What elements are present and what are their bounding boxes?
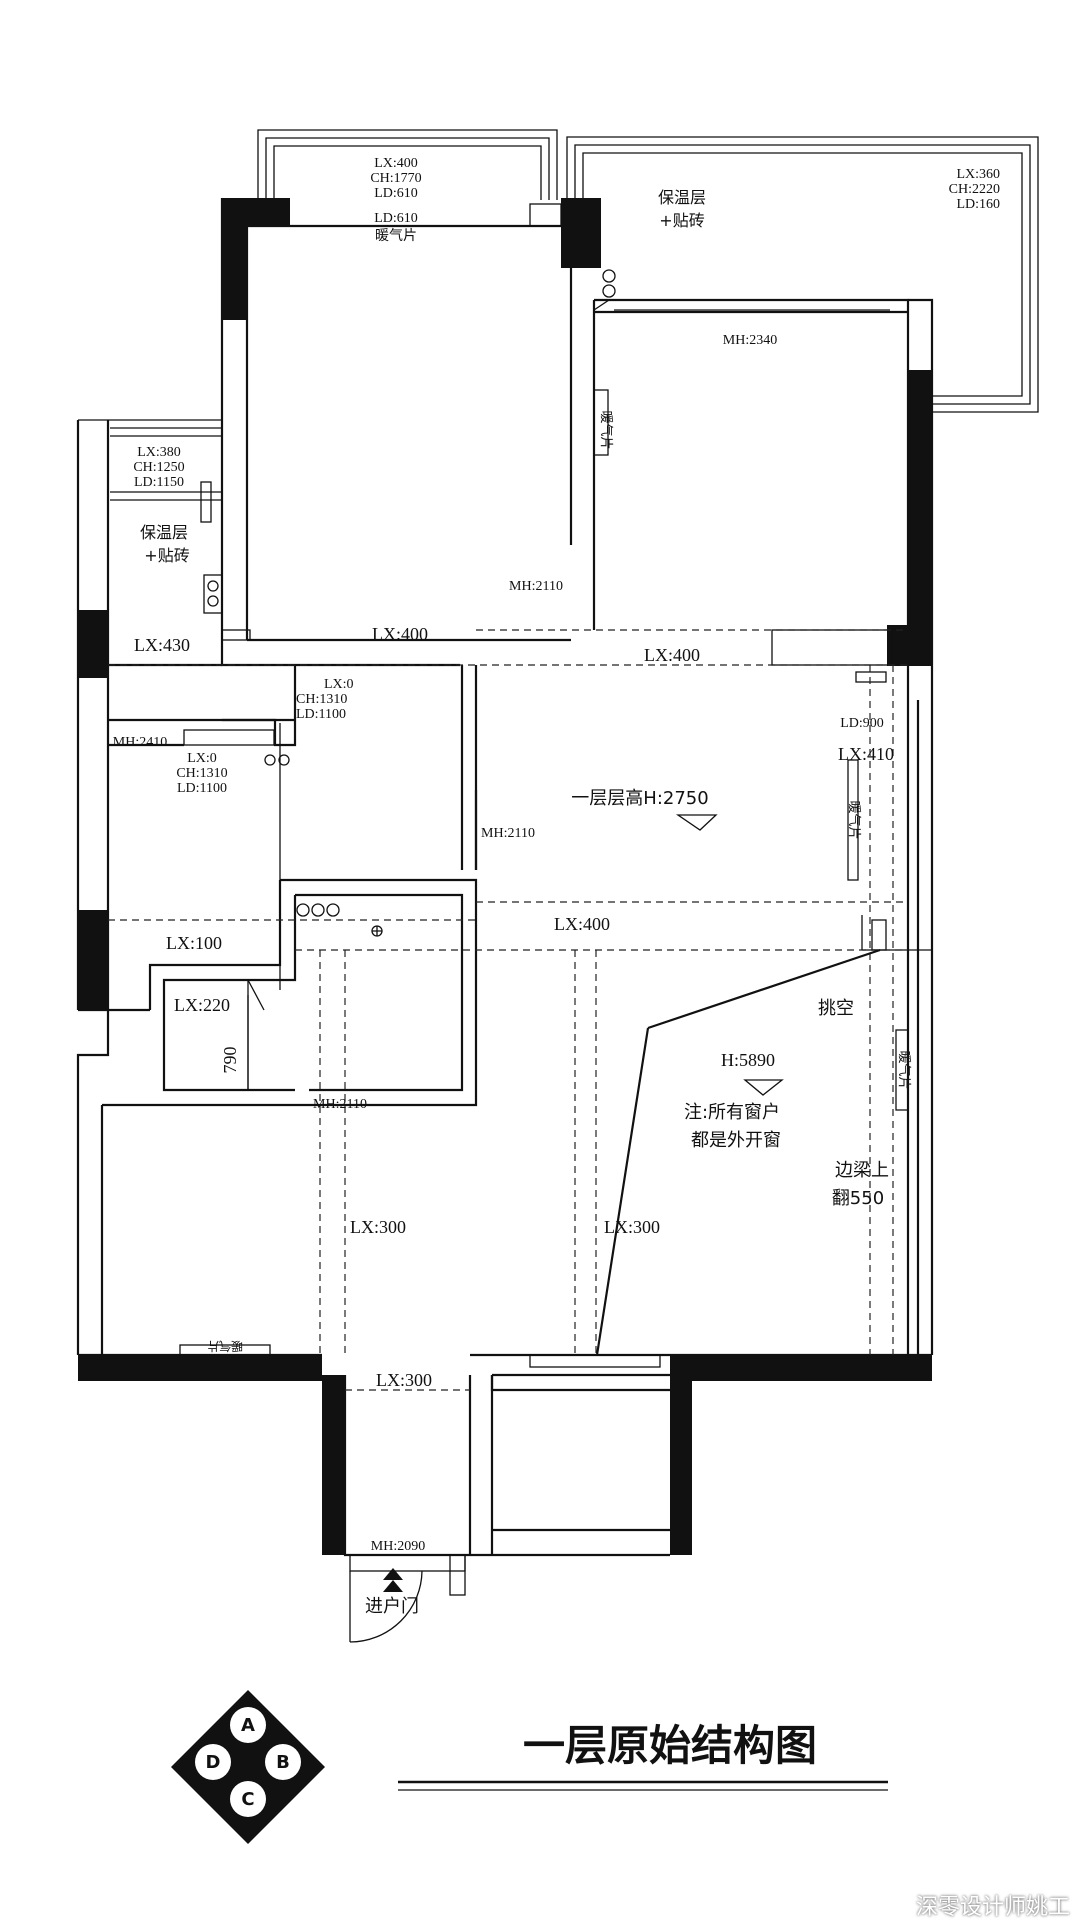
floor-height-label: 一层层高H:2750 [571,788,708,809]
bath-w1-ld: LD:1100 [296,707,346,722]
bath-w2-ch: CH:1310 [176,766,227,781]
compass: A B C D [171,1690,325,1844]
note-line2: 都是外开窗 [691,1130,781,1151]
bath-w1-ch: CH:1310 [296,692,347,707]
bath-w2-lx: LX:0 [187,751,217,766]
compass-b: B [276,1752,290,1773]
edge-heater: 暖气片 [896,1050,912,1089]
void-height-label: H:5890 [721,1050,775,1070]
right-room-door: MH:2340 [723,333,777,348]
beam-mid-300-a: LX:300 [350,1217,406,1237]
bath-w2-ld: LD:1100 [177,781,227,796]
fixtures [179,203,932,1368]
top-balcony-ld: LD:610 [374,186,418,201]
top-window-ld: LD:610 [374,211,418,226]
compass-circle-c [230,1781,266,1817]
right-balcony-note2: +贴砖 [659,211,704,230]
left-balcony-ld: LD:1150 [134,475,184,490]
left-balcony-ch: CH:1250 [133,460,184,475]
entry-door [349,1554,466,1643]
right-room-heater: 暖气片 [598,410,614,449]
edge-beam-line2: 翻550 [832,1188,884,1209]
beam-left-430: LX:430 [134,635,190,655]
right-balcony [566,136,1039,413]
title-underline [398,1780,888,1791]
compass-c: C [241,1789,254,1810]
left-balcony-note2: +贴砖 [144,546,189,565]
top-balcony-lx: LX:400 [374,156,418,171]
compass-circle-a [230,1707,266,1743]
left-balcony-lx: LX:380 [137,445,181,460]
edge-beam-line1: 边梁上 [835,1160,889,1181]
top-room-beam: LX:400 [372,624,428,644]
watermark: 深零设计师姚工 [915,1895,1070,1920]
right-window-heater: 暖气片 [846,800,862,839]
bath-door-label: MH:2410 [113,735,167,750]
top-balcony [257,129,558,227]
compass-a: A [241,1715,255,1736]
kitchen-door-label: MH:2110 [481,826,535,841]
beam-right-410: LX:410 [838,744,894,764]
void-label: 挑空 [818,998,854,1019]
level-symbol-2 [743,1079,784,1096]
beam-mid-400: LX:400 [644,645,700,665]
structural-columns [78,198,932,1555]
bottom-heater-label: 暖气片 [207,1339,243,1354]
entry-label: 进户门 [365,1596,419,1617]
right-balcony-ch: CH:2220 [949,182,1000,197]
right-balcony-note1: 保温层 [658,188,706,207]
beam-entry-300: LX:300 [376,1370,432,1390]
right-balcony-lx: LX:360 [956,167,1000,182]
top-heater-label: 暖气片 [375,228,417,244]
stair-door-label: MH:2110 [313,1097,367,1112]
compass-circle-d [195,1744,231,1780]
top-balcony-ch: CH:1770 [370,171,421,186]
top-room-door: MH:2110 [509,579,563,594]
stair-dim-label: 790 [220,1047,240,1074]
compass-circle-b [265,1744,301,1780]
beam-left-100: LX:100 [166,933,222,953]
beam-living-400: LX:400 [554,914,610,934]
void-outline [595,948,881,1356]
drawing-title: 一层原始结构图 [523,1721,817,1770]
note-line1: 注:所有窗户 [684,1102,780,1123]
level-symbol-1 [675,814,718,831]
left-balcony-note1: 保温层 [140,523,188,542]
beam-mid-300-b: LX:300 [604,1217,660,1237]
bath-w1-lx: LX:0 [324,677,354,692]
entry-door-label: MH:2090 [371,1539,425,1554]
compass-d: D [206,1752,221,1773]
right-balcony-ld: LD:160 [956,197,1000,212]
right-window-ld: LD:900 [840,716,884,731]
beam-lines [108,629,908,1391]
beam-stair-220: LX:220 [174,995,230,1015]
